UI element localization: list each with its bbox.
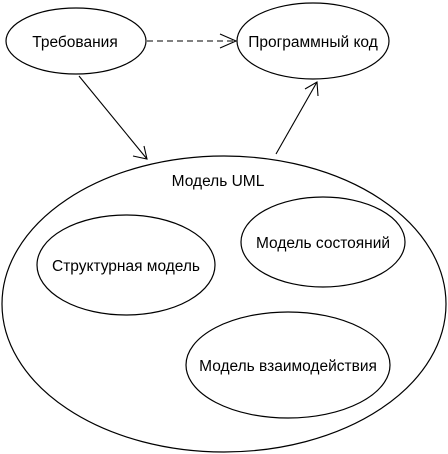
requirements-node [5, 7, 147, 75]
structural-model-label: Структурная модель [52, 258, 200, 275]
requirements-label: Требования [32, 34, 117, 51]
structural-model-node [36, 214, 216, 316]
program-code-label: Программный код [248, 34, 378, 51]
uml-model-node [1, 155, 447, 453]
edge-requirements-to-program-code [147, 33, 238, 49]
state-model-node [240, 196, 406, 288]
interaction-model-node [185, 311, 391, 419]
state-model-label: Модель состояний [256, 235, 390, 252]
edge-uml-model-to-program-code [275, 81, 319, 155]
uml-model-label: Модель UML [172, 173, 265, 190]
edge-requirements-to-uml-model [78, 75, 148, 160]
interaction-model-label: Модель взаимодействия [199, 358, 377, 375]
